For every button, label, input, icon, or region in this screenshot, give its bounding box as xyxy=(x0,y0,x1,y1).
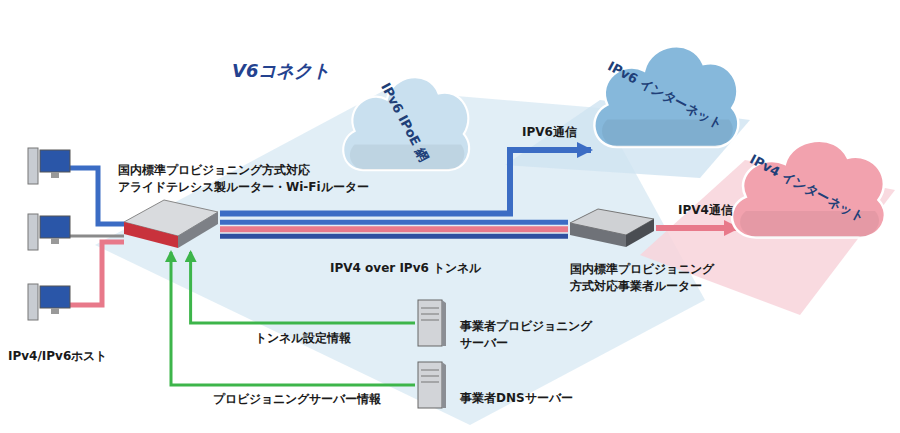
cloud-shade xyxy=(350,145,464,171)
device-side xyxy=(626,219,654,247)
cloud-outline xyxy=(732,141,885,238)
ipoe-cloud: IPv6 IPoE 網 xyxy=(335,62,475,182)
server-shape xyxy=(415,298,447,348)
server-side xyxy=(442,300,446,346)
edge-label: IPV6通信 xyxy=(522,124,577,141)
connector-line xyxy=(656,225,738,231)
device-shape xyxy=(568,205,656,251)
logo-text: V6コネクト xyxy=(232,62,330,79)
ipv6-internet-cloud: IPv6 インターネット xyxy=(585,30,745,160)
connector-line xyxy=(220,234,568,239)
connector-line xyxy=(220,226,568,232)
router-side xyxy=(178,212,218,248)
connector xyxy=(656,228,738,229)
server-body xyxy=(418,362,442,408)
server-body xyxy=(418,300,442,346)
ipv4-internet-cloud: IPv4 インターネット xyxy=(722,125,892,250)
router-front xyxy=(124,222,178,248)
cloud-outline xyxy=(594,46,738,147)
connector-line xyxy=(220,220,568,225)
host-label: IPv4/IPv6ホスト xyxy=(8,348,107,365)
server-shape xyxy=(415,360,447,410)
server-slot xyxy=(421,320,439,321)
host-wires xyxy=(68,168,124,305)
edge-label: トンネル設定情報 xyxy=(255,330,351,347)
server-slot xyxy=(421,382,439,383)
host-pcs xyxy=(28,148,70,320)
server-slot xyxy=(421,314,439,315)
device-label: 国内標準プロビジョニング 方式対応事業者ルーター xyxy=(570,261,740,295)
cloud-outline xyxy=(343,77,469,170)
device-label: 事業者DNSサーバー xyxy=(460,390,620,407)
dns-server: 事業者DNSサーバー xyxy=(415,360,447,410)
server-slot xyxy=(421,376,439,377)
device-label: 事業者プロビジョニング サーバー xyxy=(460,318,620,352)
device-front xyxy=(570,223,626,247)
server-slot xyxy=(421,370,439,371)
edge-label: IPV4通信 xyxy=(678,202,733,219)
home-router: 国内標準プロビジョニング方式対応 アライドテレシス製ルーター・Wi-Fiルーター xyxy=(122,198,220,250)
provider-router: 国内標準プロビジョニング 方式対応事業者ルーター xyxy=(568,205,656,251)
connector xyxy=(220,222,568,236)
edge-label: IPV4 over IPv6 トンネル xyxy=(330,260,481,277)
provisioning-server: 事業者プロビジョニング サーバー xyxy=(415,298,447,348)
server-slot xyxy=(421,308,439,309)
router-shape xyxy=(122,198,220,250)
server-side xyxy=(442,362,446,408)
edge-label: プロビジョニングサーバー情報 xyxy=(213,391,381,408)
device-label: 国内標準プロビジョニング方式対応 アライドテレシス製ルーター・Wi-Fiルーター xyxy=(118,162,418,196)
